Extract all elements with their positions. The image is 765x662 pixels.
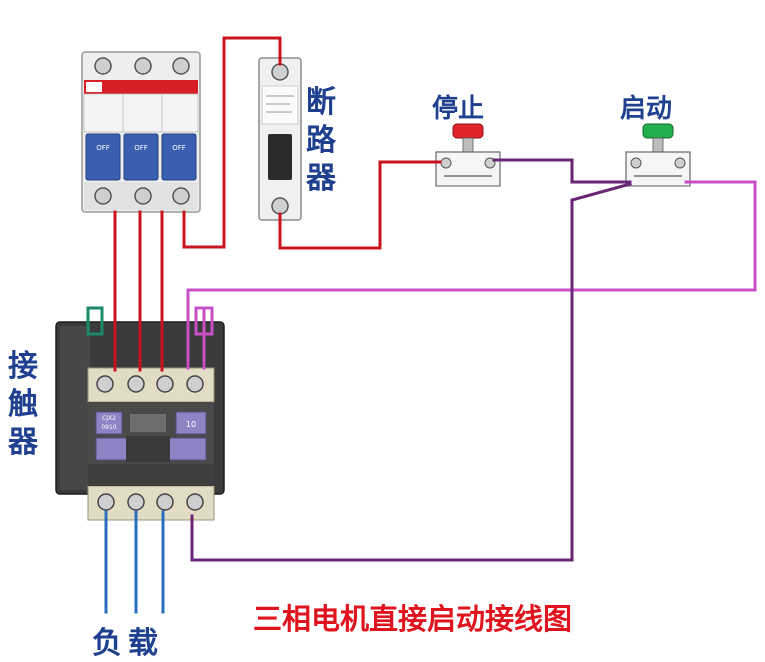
wire-start-to-coil [186,180,757,370]
contactor-label: 接触器 [6,348,40,462]
wiring-diagram: OFF OFF OFF [55,36,757,614]
terminal-screw [94,187,112,205]
contactor: CJX2 0910 10 [55,306,225,521]
contactor-label-text: 接触器 [8,349,38,460]
three-pole-breaker: OFF OFF OFF [81,51,201,213]
terminal-screw [127,493,145,511]
wire-return [190,182,632,562]
stop-button-cap[interactable] [452,123,484,139]
single-pole-breaker [258,57,302,221]
breaker-label: 断路器 [304,84,338,198]
breaker-handle[interactable] [161,133,197,181]
terminal-screw [127,375,145,393]
terminal-screw [134,57,152,75]
terminal-screw [94,57,112,75]
terminal-screw [96,375,114,393]
start-label: 启动 [620,94,673,124]
brand-band [84,80,198,94]
handle-text: OFF [96,144,110,152]
load-label: 负载 [92,626,164,661]
contactor-slider [126,436,170,462]
breaker-handle[interactable] [85,133,121,181]
diagram-caption: 三相电机直接启动接线图 [253,602,573,636]
handle-text: OFF [172,144,186,152]
model-text: 0910 [101,424,116,431]
model-text: CJX2 [102,415,116,422]
terminal-screw [156,493,174,511]
terminal-screw [271,197,289,215]
terminal-screw [186,493,204,511]
terminal-screw [156,375,174,393]
stop-button[interactable] [435,123,501,187]
terminal-screw [97,493,115,511]
terminal-screw [186,375,204,393]
terminal-screw [172,187,190,205]
start-button-cap[interactable] [642,123,674,139]
wire-breaker-feed [182,36,282,249]
handle-text: OFF [134,144,148,152]
wire-breaker-to-stop [278,160,442,250]
breaker-handle[interactable] [123,133,159,181]
aux-contact-text: 10 [186,420,196,429]
wire-stop-to-start [492,158,632,184]
stop-label: 停止 [432,94,485,124]
terminal-screw [271,63,289,81]
terminal-screw [172,57,190,75]
breaker-label-text: 断路器 [306,85,336,196]
breaker-handle[interactable] [268,134,292,180]
terminal-screw [134,187,152,205]
start-button[interactable] [625,123,691,187]
